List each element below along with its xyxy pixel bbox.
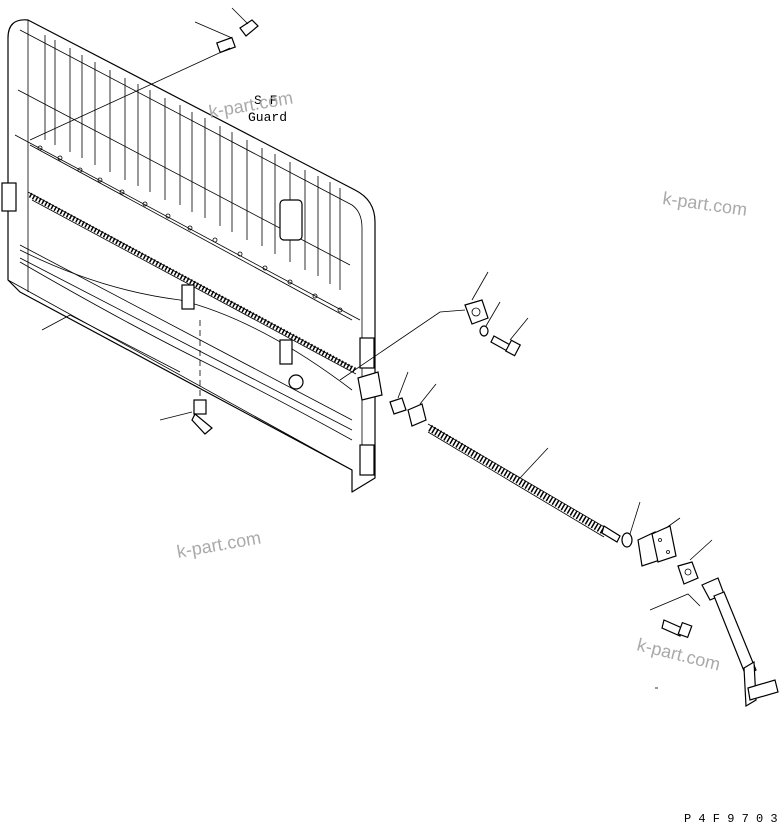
label-guard: Guard (248, 110, 287, 125)
drawing-code: P 4 F 9 7 0 3 (684, 812, 778, 826)
label-sf: S F (254, 93, 277, 108)
rivet-row (37, 145, 343, 313)
grease-fitting-top (29, 7, 259, 141)
grease-fitting-bottom (159, 320, 213, 435)
guard-frame (1, 19, 383, 493)
exploded-parts (339, 271, 779, 708)
leader-frame-2 (69, 314, 181, 373)
watermark: k-part.com (661, 188, 748, 220)
leader-frame (41, 314, 71, 331)
watermark: k-part.com (635, 634, 722, 674)
watermark: k-part.com (175, 527, 262, 561)
